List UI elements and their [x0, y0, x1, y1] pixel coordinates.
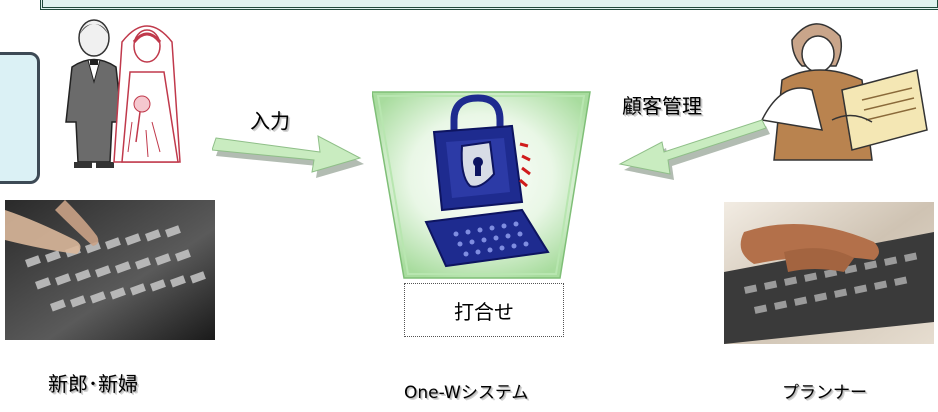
- planner-clipart: [760, 23, 928, 161]
- couple-clipart: [65, 19, 181, 168]
- customer-management-arrow: [618, 119, 770, 180]
- system-label: One-Wシステム: [404, 383, 529, 403]
- customer-management-label: 顧客管理: [622, 94, 702, 118]
- typing-photo-couple: [5, 200, 215, 340]
- meeting-label: 打合せ: [454, 299, 514, 324]
- typing-photo-planner: [724, 202, 934, 344]
- side-frame-box: [0, 52, 40, 184]
- couple-label: 新郎･新婦: [48, 372, 138, 396]
- secure-computer-icon: [372, 91, 591, 279]
- meeting-box: 打合せ: [404, 283, 564, 337]
- top-frame-bar: [40, 0, 938, 10]
- input-arrow: [212, 135, 364, 178]
- planner-label: プランナー: [782, 383, 867, 403]
- input-label: 入力: [250, 109, 290, 133]
